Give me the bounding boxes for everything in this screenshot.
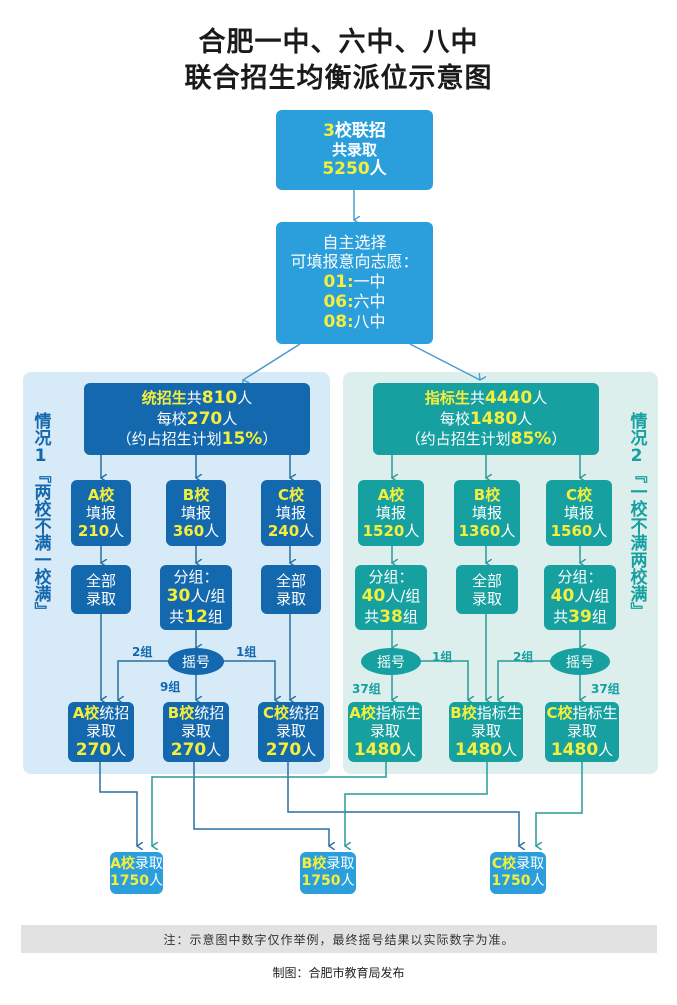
final-b-box: B校录取 1750人: [300, 852, 356, 894]
left-a-admit-all-box: 全部录取: [71, 565, 131, 614]
left-b-grouping-box: 分组： 30人/组 共12组: [160, 565, 232, 630]
arrow-choice-to-left: [243, 343, 301, 380]
choice-line-1: 自主选择: [322, 233, 387, 253]
right-b-admit-all-box: 全部录取: [456, 565, 518, 614]
left-lottery-oval: 摇号: [168, 648, 224, 675]
footnote: 注：示意图中数字仅作举例，最终摇号结果以实际数字为准。: [21, 925, 657, 953]
final-a-box: A校录取 1750人: [110, 852, 163, 894]
quota-students-box: 指标生共4440人 每校1480人 （约占招生计划85%）: [373, 383, 599, 455]
title-line-1: 合肥一中、六中、八中: [198, 27, 479, 58]
right-c-lottery-oval: 摇号: [550, 648, 610, 675]
choice-line-2: 可填报意向志愿：: [290, 252, 419, 272]
case-2-description: 『一校不满两校满』: [626, 466, 647, 619]
lottery-a-to-a-label: 37组: [352, 682, 381, 696]
choice-box: 自主选择 可填报意向志愿： 01:一中 06:六中 08:八中: [276, 222, 433, 344]
joint-label: 校联招: [334, 120, 386, 141]
right-a-grouping-box: 分组： 40人/组 共38组: [355, 565, 427, 630]
lottery-to-a-label: 2组: [132, 645, 153, 659]
lottery-a-to-b-label: 1组: [432, 650, 453, 664]
arrow-choice-to-right: [409, 343, 480, 380]
title-line-2: 联合招生均衡派位示意图: [184, 63, 493, 94]
choice-option-1: 01:一中: [323, 271, 386, 292]
right-a-lottery-oval: 摇号: [361, 648, 421, 675]
right-c-grouping-box: 分组： 40人/组 共39组: [544, 565, 616, 630]
lottery-c-to-c-label: 37组: [591, 682, 620, 696]
unified-students-box: 统招生共810人 每校270人 （约占招生计划15%）: [84, 383, 310, 455]
left-c-admit-all-box: 全部录取: [261, 565, 321, 614]
total-label: 共录取: [331, 141, 377, 159]
choice-option-2: 06:六中: [323, 291, 386, 312]
lottery-to-b-label: 9组: [160, 680, 181, 694]
total-enrollment-box: 3校联招 共录取 5250人: [276, 110, 433, 190]
case-1-description: 『两校不满一校满』: [30, 466, 51, 619]
lottery-to-c-label: 1组: [236, 645, 257, 659]
credit: 制图：合肥市教育局发布: [272, 966, 405, 980]
case-1-label: 情况1: [30, 412, 51, 466]
choice-option-3: 08:八中: [323, 312, 386, 333]
school-count: 3: [323, 120, 335, 141]
case-2-label: 情况2: [626, 412, 647, 466]
unit: 人: [369, 159, 387, 179]
lottery-c-to-b-label: 2组: [513, 650, 534, 664]
total-count: 5250: [322, 159, 370, 179]
final-c-box: C校录取 1750人: [490, 852, 546, 894]
